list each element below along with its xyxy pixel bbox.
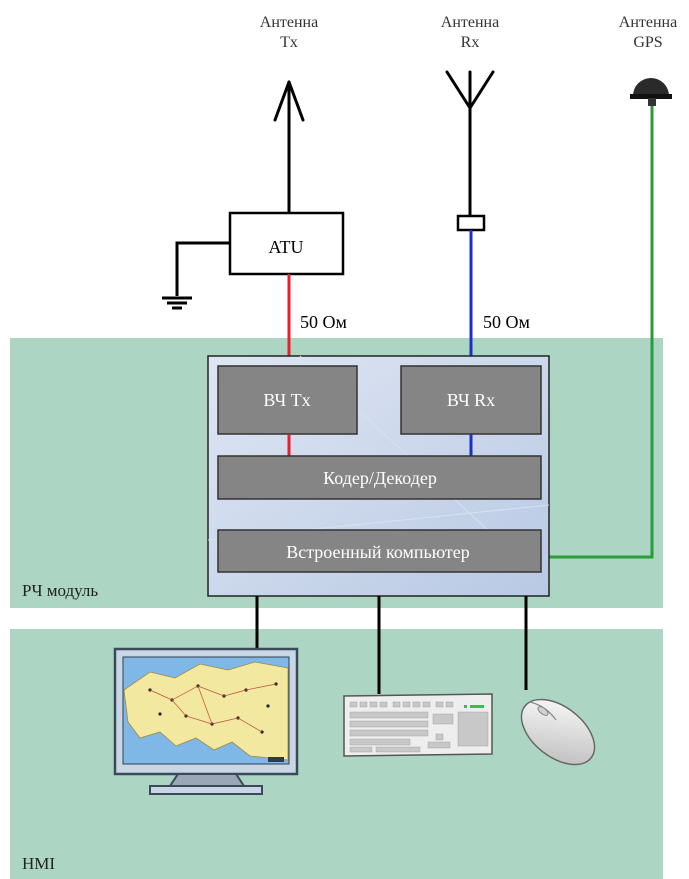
gps-feed-line: [543, 106, 654, 559]
codec-label: Кодер/Декодер: [323, 468, 437, 488]
svg-text:Антенна: Антенна: [619, 14, 677, 31]
codec-block: Кодер/Декодер: [217, 455, 542, 500]
mouse-icon: [520, 698, 596, 766]
keyboard-icon: [343, 693, 493, 757]
svg-text:Rx: Rx: [461, 34, 480, 51]
svg-text:Антенна: Антенна: [260, 14, 318, 31]
svg-text:Tx: Tx: [280, 34, 298, 51]
svg-text:Антенна: Антенна: [441, 14, 499, 31]
atu-box: ATU: [228, 211, 345, 276]
hf-tx-label: ВЧ Tx: [263, 390, 310, 410]
antenna-gps-label: Антенна GPS: [619, 14, 677, 51]
rx-connector: [456, 214, 486, 232]
hmi-label: HMI: [22, 854, 55, 873]
tx-antenna-icon: [273, 80, 305, 215]
atu-label: ATU: [269, 237, 304, 257]
gps-antenna-icon: [630, 78, 672, 106]
embedded-computer-block: Встроенный компьютер: [217, 529, 542, 573]
antenna-rx-label: Антенна Rx: [441, 14, 499, 51]
hf-rx-label: ВЧ Rx: [447, 390, 495, 410]
monitor-icon: [113, 647, 299, 795]
antenna-tx-label: Антенна Tx: [260, 14, 318, 51]
embedded-computer-label: Встроенный компьютер: [286, 542, 470, 562]
hf-rx-block: ВЧ Rx: [400, 365, 542, 435]
tx-impedance-label: 50 Ом: [300, 312, 347, 332]
hmi-cables: [255, 596, 528, 694]
rx-antenna-icon: [445, 70, 495, 218]
hf-tx-block: ВЧ Tx: [217, 365, 358, 435]
ground-icon: [162, 241, 230, 310]
svg-text:GPS: GPS: [633, 34, 662, 51]
rx-impedance-label: 50 Ом: [483, 312, 530, 332]
rf-module-label: РЧ модуль: [22, 581, 98, 600]
